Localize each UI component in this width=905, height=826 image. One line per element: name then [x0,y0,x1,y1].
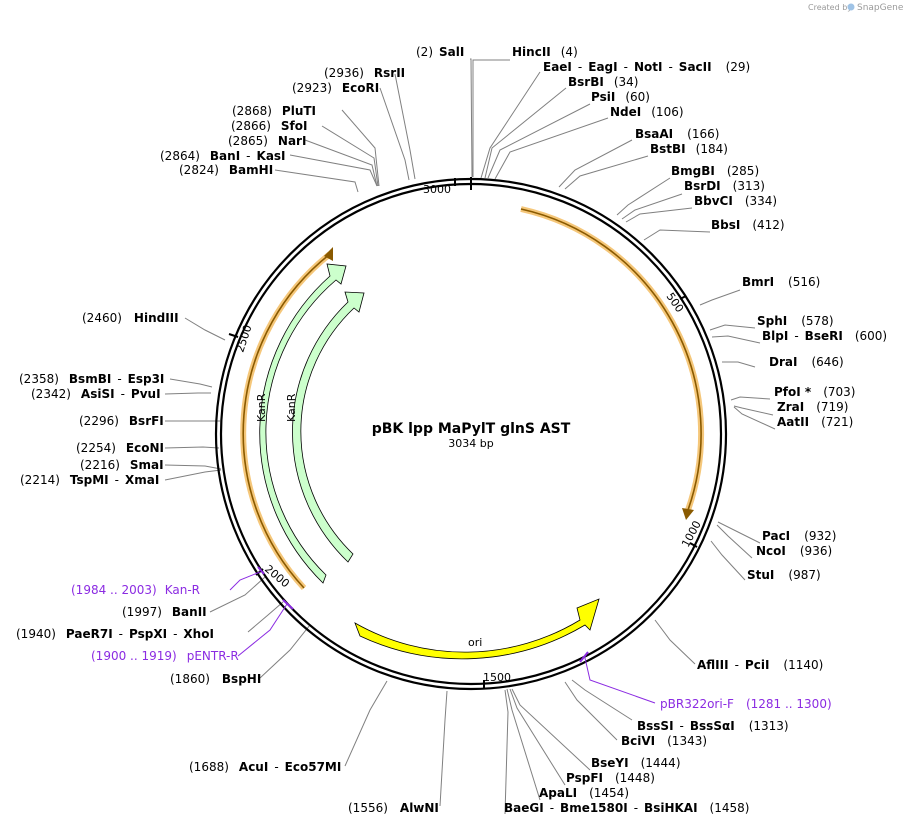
site-label-rsrii[interactable]: (2936)RsrII [324,66,405,80]
plasmid-length: 3034 bp [448,437,493,450]
site-label-pspfi[interactable]: PspFI(1448) [566,771,655,785]
tick-label-3000: 3000 [423,183,451,196]
site-label-hincii[interactable]: HincII(4) [512,45,578,59]
site-label-bsrfi[interactable]: (2296)BsrFI [79,414,164,428]
site-label-bbsi[interactable]: BbsI(412) [711,218,785,232]
site-label-bsaai[interactable]: BsaAI(166) [635,127,719,141]
site-label-alwni[interactable]: (1556)AlwNI [348,801,439,815]
feature-kanr-outer: KanR [255,263,347,584]
primer-label-pbr322ori-f[interactable]: pBR322ori-F(1281 .. 1300) [660,697,832,711]
primer-marks [257,566,589,663]
leader-lines [164,58,776,815]
site-label-smai[interactable]: (2216)SmaI [80,458,164,472]
tick-label-2500: 2500 [233,323,254,354]
feature-ori: ori [354,598,600,660]
site-label-hindiii[interactable]: (2460)HindIII [82,311,179,325]
primer-labels: pBR322ori-F(1281 .. 1300) (1984 .. 2003)… [71,583,832,711]
site-label-econi[interactable]: (2254)EcoNI [76,441,164,455]
site-labels-right: (2)SalI HincII(4) EaeI-EagI-NotI-SacII(2… [416,45,887,815]
site-label-bmgbi[interactable]: BmgBI(285) [671,164,759,178]
primer-label-pentr-r[interactable]: (1900 .. 1919)pENTR-R [91,649,239,663]
feature-kanr-outer-label: KanR [255,393,268,422]
site-label-stui[interactable]: StuI(987) [747,568,821,582]
site-label-bsmbi[interactable]: (2358)BsmBI-Esp3I [19,372,164,386]
site-label-bsrdi[interactable]: BsrDI(313) [684,179,765,193]
orange-orf-arc-right [520,206,705,520]
site-label-tspmi[interactable]: (2214)TspMI-XmaI [20,473,159,487]
site-label-asisi[interactable]: (2342)AsiSI-PvuI [31,387,161,401]
orange-orf-arc-left [240,247,333,591]
site-label-pfoi[interactable]: PfoI *(703) [774,385,855,399]
site-label-aatii[interactable]: AatII(721) [777,415,853,429]
site-label-drai[interactable]: DraI(646) [769,355,844,369]
feature-ori-arrow[interactable] [354,598,600,660]
site-label-apali[interactable]: ApaLI(1454) [539,786,629,800]
site-label-blpi[interactable]: BlpI-BseRI(600) [762,329,887,343]
site-label-bseyi[interactable]: BseYI(1444) [591,756,681,770]
feature-kanr-inner-arrow[interactable] [292,291,365,563]
feature-kanr-inner-label: KanR [285,393,298,422]
site-labels-left: (1556)AlwNI (1688)AcuI-Eco57MI (1860)Bsp… [16,66,439,815]
created-by-credit: Created by [808,3,852,12]
site-label-bsrbi[interactable]: BsrBI(34) [568,75,638,89]
site-label-bcivi[interactable]: BciVI(1343) [621,734,707,748]
feature-ori-label: ori [468,636,482,649]
tick-label-1500: 1500 [483,671,511,684]
site-label-bamhi[interactable]: (2824)BamHI [179,163,273,177]
site-label-sfoi[interactable]: (2866)SfoI [231,119,307,133]
site-label-sali[interactable]: (2)SalI [416,45,464,59]
site-label-ncoi[interactable]: NcoI(936) [756,544,832,558]
site-label-eaei[interactable]: EaeI-EagI-NotI-SacII(29) [543,60,750,74]
site-label-baegi[interactable]: BaeGI-Bme1580I-BsiHKAI(1458) [504,801,749,815]
site-label-acui[interactable]: (1688)AcuI-Eco57MI [189,760,341,774]
feature-kanr-outer-arrow[interactable] [259,263,347,584]
site-label-afliii[interactable]: AflIII-PciI(1140) [697,658,823,672]
site-label-sphi[interactable]: SphI(578) [757,314,834,328]
site-label-pluti[interactable]: (2868)PluTI [232,104,316,118]
plasmid-name: pBK lpp MaPylT glnS AST [372,421,571,437]
site-label-bbvci[interactable]: BbvCI(334) [694,194,777,208]
feature-kanr-inner: KanR [285,291,365,563]
site-label-bsssi[interactable]: BssSI-BssSαI(1313) [637,719,789,733]
snapgene-logo: SnapGene [847,3,904,13]
site-label-paci[interactable]: PacI(932) [762,529,836,543]
site-label-bsphi[interactable]: (1860)BspHI [170,672,261,686]
site-label-zrai[interactable]: ZraI(719) [777,400,848,414]
site-label-bani[interactable]: (2864)BanI-KasI [160,149,286,163]
brand-text: SnapGene [857,3,904,13]
site-label-psii[interactable]: PsiI(60) [591,90,650,104]
site-label-ndei[interactable]: NdeI(106) [610,105,684,119]
site-label-ecori[interactable]: (2923)EcoRI [292,81,379,95]
site-label-banii[interactable]: (1997)BanII [122,605,207,619]
site-label-bmri[interactable]: BmrI(516) [742,275,820,289]
site-label-paer7i[interactable]: (1940)PaeR7I-PspXI-XhoI [16,627,214,641]
primer-leaders [229,571,656,704]
site-label-nari[interactable]: (2865)NarI [228,134,306,148]
primer-label-kan-r[interactable]: (1984 .. 2003)Kan-R [71,583,200,597]
site-label-bstbi[interactable]: BstBI(184) [650,142,728,156]
